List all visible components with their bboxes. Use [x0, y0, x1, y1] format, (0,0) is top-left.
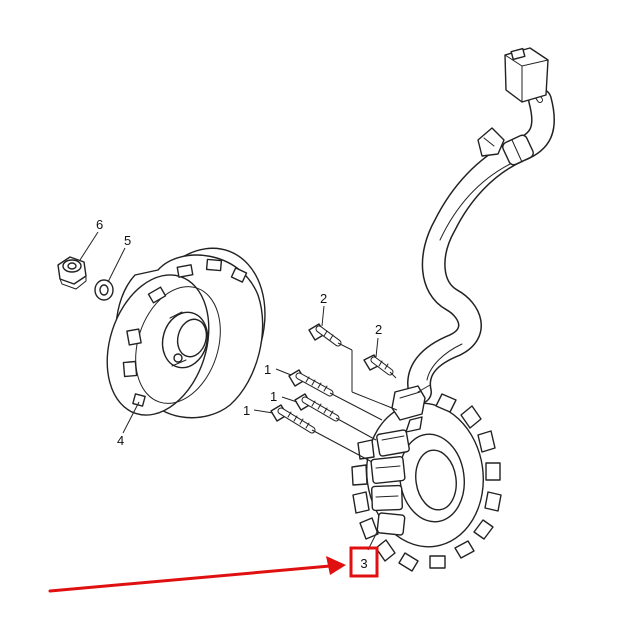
bolt-short-upper — [308, 323, 342, 347]
label-nut: 6 — [96, 217, 103, 232]
wire-harness — [407, 47, 556, 404]
bolt-short-lower — [363, 354, 394, 376]
flange-nut — [57, 256, 87, 290]
highlight-box — [349, 546, 379, 578]
bolt-long-1 — [288, 369, 334, 397]
flywheel-rotor — [106, 247, 266, 419]
label-bolt-long-top: 1 — [264, 362, 271, 377]
flywheel-slots — [122, 258, 248, 407]
stator-coils — [370, 429, 410, 536]
assembly-lines — [311, 342, 398, 463]
washer — [94, 279, 114, 301]
highlight-arrow — [48, 556, 346, 593]
connector-plug — [504, 47, 549, 103]
pickup-sensor — [391, 384, 431, 433]
label-leaders — [79, 231, 379, 551]
bolt-long-2 — [294, 393, 340, 422]
label-stator: 3 — [360, 556, 367, 571]
stator-poles — [351, 393, 502, 572]
label-bolt-long-lower: 1 — [243, 403, 250, 418]
highlighted-part-callout: 3 — [349, 546, 379, 578]
label-washer: 5 — [124, 233, 131, 248]
stator — [351, 384, 502, 572]
label-bolt-short-lower: 2 — [375, 322, 382, 337]
label-flywheel: 4 — [117, 433, 124, 448]
arrow-shaft — [48, 564, 332, 593]
label-bolt-long-mid: 1 — [270, 389, 277, 404]
arrow-head — [326, 556, 346, 575]
label-bolt-short-upper: 2 — [320, 291, 327, 306]
bolt-long-3 — [270, 404, 316, 434]
